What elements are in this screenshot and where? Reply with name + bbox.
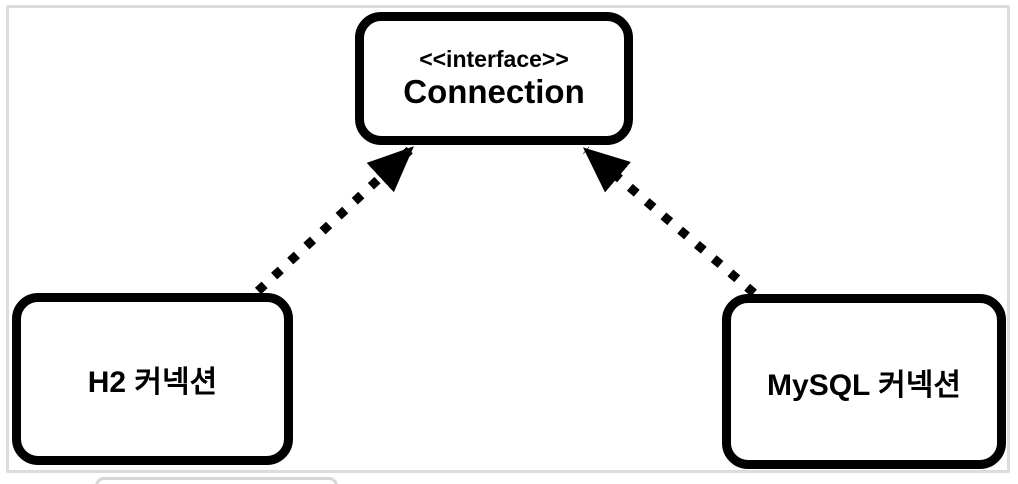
h2-connection-label: H2 커넥션 (87, 366, 218, 399)
partial-box-below-frame (95, 477, 338, 484)
interface-name-label: Connection (403, 73, 585, 111)
interface-stereotype-label: <<interface>> (419, 45, 569, 72)
mysql-connection-node: MySQL 커넥션 (722, 294, 1006, 469)
h2-connection-node: H2 커넥션 (12, 293, 293, 465)
mysql-connection-label: MySQL 커넥션 (767, 368, 961, 402)
interface-connection-node: <<interface>> Connection (355, 12, 633, 145)
